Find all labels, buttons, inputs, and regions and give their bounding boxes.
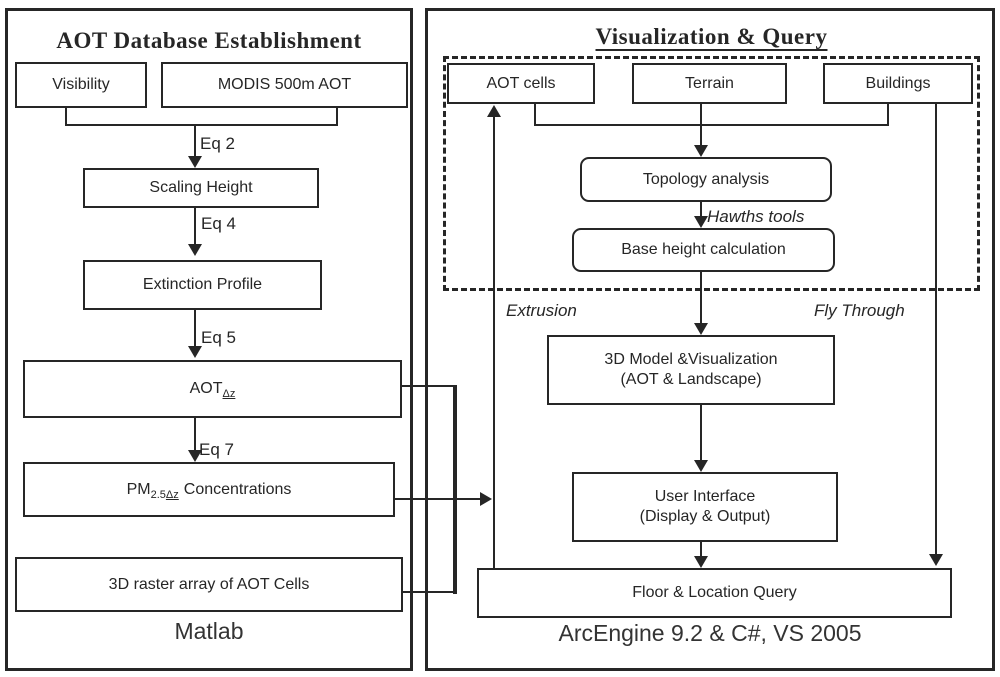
arrowhead-eq4 <box>188 244 202 256</box>
arrowhead-into-floor-center <box>694 556 708 568</box>
connector-buildings-down <box>887 104 889 126</box>
edge-label-eq2: Eq 2 <box>200 134 235 153</box>
visualization-dashed-frame <box>443 56 980 291</box>
connector-terrain-to-topology <box>700 104 702 145</box>
edge-label-hawths-tools: Hawths tools <box>707 207 805 226</box>
edge-label-eq5: Eq 5 <box>201 328 236 347</box>
node-modis-500m-aot: MODIS 500m AOT <box>161 62 408 108</box>
arrowhead-eq7 <box>188 450 202 462</box>
connector-raster-to-bracket <box>403 591 457 593</box>
left-panel-footer-matlab: Matlab <box>174 618 244 644</box>
node-3d-raster-array: 3D raster array of AOT Cells <box>15 557 403 612</box>
arrowhead-pm-right <box>480 492 492 506</box>
left-panel-border <box>5 8 413 671</box>
connector-extrusion-vertical <box>493 116 495 568</box>
edge-label-eq7: Eq 7 <box>199 440 234 459</box>
left-panel-title: AOT Database Establishment <box>56 28 362 53</box>
node-buildings: Buildings <box>823 63 973 104</box>
edge-eq2-line <box>194 126 196 156</box>
arrowhead-into-topology <box>694 145 708 157</box>
arrowhead-eq5 <box>188 346 202 358</box>
right-panel-footer-arcengine: ArcEngine 9.2 & C#, VS 2005 <box>558 620 862 646</box>
connector-pm-to-right-panel <box>395 498 481 500</box>
arrowhead-into-model <box>694 323 708 335</box>
connector-aotcells-down <box>534 104 536 126</box>
arrowhead-into-base-height <box>694 216 708 228</box>
edge-label-eq4: Eq 4 <box>201 214 236 233</box>
connector-base-to-model <box>700 272 702 323</box>
connector-merge-horizontal <box>65 124 338 126</box>
edge-eq4-line <box>194 208 196 244</box>
connector-bracket-vertical <box>453 385 457 594</box>
node-base-height-calculation: Base height calculation <box>572 228 835 272</box>
edge-eq5-line <box>194 310 196 346</box>
node-user-interface: User Interface(Display & Output) <box>572 472 838 542</box>
connector-ui-to-floor <box>700 542 702 556</box>
node-terrain: Terrain <box>632 63 787 104</box>
edge-eq7-line <box>194 418 196 450</box>
edge-label-extrusion: Extrusion <box>506 301 577 320</box>
node-3d-model-visualization: 3D Model &Visualization(AOT & Landscape) <box>547 335 835 405</box>
connector-visibility-down <box>65 108 67 126</box>
connector-aotdz-to-bracket <box>402 385 457 387</box>
node-aot-dz: AOTΔz <box>23 360 402 418</box>
edge-label-fly-through: Fly Through <box>814 301 905 320</box>
node-aot-cells: AOT cells <box>447 63 595 104</box>
node-visibility: Visibility <box>15 62 147 108</box>
connector-flythrough-vertical <box>935 104 937 554</box>
right-panel-title: Visualization & Query <box>595 24 828 49</box>
node-floor-location-query: Floor & Location Query <box>477 568 952 618</box>
arrowhead-into-floor-right <box>929 554 943 566</box>
right-panel-border <box>425 8 995 671</box>
node-scaling-height: Scaling Height <box>83 168 319 208</box>
connector-top-bracket-horizontal <box>534 124 889 126</box>
arrowhead-into-ui <box>694 460 708 472</box>
node-topology-analysis: Topology analysis <box>580 157 832 202</box>
connector-modis-down <box>336 108 338 126</box>
connector-topology-to-base <box>700 202 702 216</box>
connector-model-to-ui <box>700 405 702 460</box>
arrowhead-into-aot-cells <box>487 105 501 117</box>
node-extinction-profile: Extinction Profile <box>83 260 322 310</box>
arrowhead-eq2 <box>188 156 202 168</box>
